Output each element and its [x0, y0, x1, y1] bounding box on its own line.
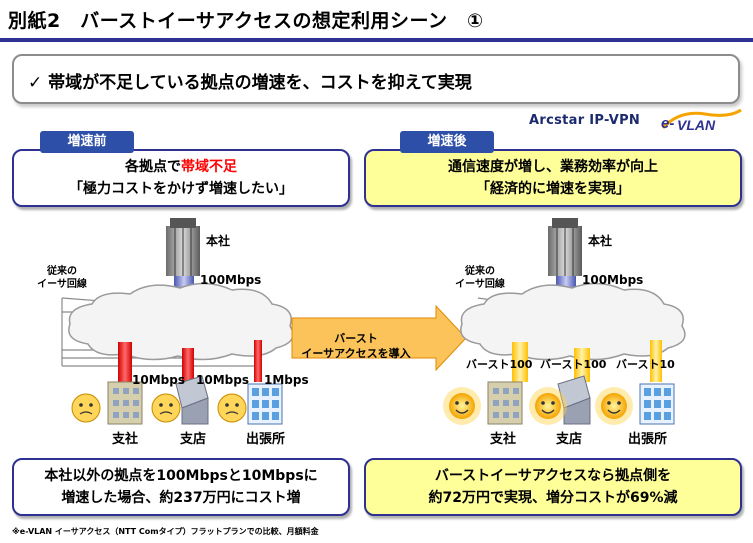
- happy-sun-icon: [529, 387, 567, 425]
- after-burst-link-3: [650, 340, 662, 382]
- before-hq-label: 本社: [206, 234, 231, 248]
- happy-sun-icon: [595, 387, 633, 425]
- transition-arrow-line1: バースト: [334, 332, 378, 345]
- after-site-label-1: 支社: [490, 432, 517, 447]
- before-branch-link-2: [182, 348, 194, 382]
- before-branch-speed-3: 1Mbps: [264, 373, 309, 387]
- worried-face-icon: [151, 393, 181, 423]
- after-summary-box: バーストイーサアクセスなら拠点側を 約72万円で実現、増分コストが69%減: [364, 458, 742, 516]
- e-vlan-logo: e- VLAN: [661, 108, 742, 133]
- before-caption-prefix: 各拠点で: [125, 159, 181, 175]
- after-burst-label-3: バースト10: [616, 358, 675, 371]
- before-legacy-label-line1: 従来の: [47, 266, 77, 277]
- before-site-building-1-icon: [107, 381, 143, 425]
- before-summary-box: 本社以外の拠点を100Mbpsと10Mbpsに 増速した場合、約237万円にコス…: [12, 458, 350, 516]
- before-site-building-3-icon: [247, 383, 283, 425]
- transition-arrow: [291, 304, 467, 372]
- transition-arrow-line2: イーサアクセスを導入: [301, 347, 411, 360]
- after-burst-link-2: [574, 348, 590, 382]
- after-hq-label: 本社: [588, 234, 613, 248]
- before-site-label-2: 支店: [180, 432, 207, 447]
- logo-e: e-: [661, 115, 674, 132]
- after-hq-building-icon: [548, 218, 582, 276]
- after-site-building-3-icon: [639, 383, 675, 425]
- after-site-label-2: 支店: [556, 432, 583, 447]
- after-site-label-3: 出張所: [628, 432, 668, 447]
- before-hq-building-icon: [166, 218, 200, 276]
- after-legacy-label: 従来の イーサ回線: [440, 265, 520, 291]
- after-site-building-1-icon: [487, 381, 523, 425]
- logo-vlan: VLAN: [677, 117, 716, 133]
- after-caption-line2: 「経済的に増速を実現」: [476, 181, 630, 197]
- after-summary-line2: 約72万円で実現、増分コストが69%減: [428, 490, 678, 506]
- footnote: ※e-VLAN イーサアクセス（NTT Comタイプ）フラットプランでの比較、月…: [12, 527, 319, 536]
- before-network: [61, 218, 294, 425]
- after-tag: 増速後: [400, 131, 494, 153]
- after-network: [443, 218, 686, 425]
- before-branch-link-1: [118, 342, 132, 382]
- service-name: Arcstar IP-VPN: [529, 113, 641, 128]
- before-hq-speed: 100Mbps: [200, 273, 262, 287]
- after-burst-link-1: [512, 342, 528, 382]
- before-legacy-label: 従来の イーサ回線: [22, 265, 102, 291]
- before-caption-highlight: 帯域不足: [181, 159, 237, 175]
- after-legacy-label-line2: イーサ回線: [455, 279, 505, 290]
- before-site-label-3: 出張所: [246, 432, 286, 447]
- before-legacy-label-line2: イーサ回線: [37, 279, 87, 290]
- after-site-building-2-icon: [557, 375, 591, 425]
- worried-face-icon: [217, 393, 247, 423]
- headline-box: ✓ 帯域が不足している拠点の増速を、コストを抑えて実現: [12, 54, 740, 104]
- after-legacy-label-line1: 従来の: [465, 266, 495, 277]
- before-caption-box: 各拠点で帯域不足 「極力コストをかけず増速したい」: [12, 149, 350, 207]
- before-tag: 増速前: [40, 131, 134, 153]
- before-caption-line2: 「極力コストをかけず増速したい」: [69, 181, 293, 197]
- before-branch-link-3: [254, 340, 262, 382]
- before-branch-speed-1: 10Mbps: [132, 373, 185, 387]
- before-summary-line1: 本社以外の拠点を100Mbpsと10Mbpsに: [44, 468, 318, 484]
- before-site-building-2-icon: [175, 375, 209, 425]
- after-caption-box: 通信速度が増し、業務効率が向上 「経済的に増速を実現」: [364, 149, 742, 207]
- transition-arrow-label: バースト イーサアクセスを導入: [296, 331, 416, 361]
- headline-text: ✓ 帯域が不足している拠点の増速を、コストを抑えて実現: [28, 73, 472, 93]
- before-site-label-1: 支社: [112, 432, 139, 447]
- worried-face-icon: [71, 393, 101, 423]
- network-diagram: [61, 218, 686, 425]
- page-title: 別紙2 バーストイーサアクセスの想定利用シーン ①: [8, 10, 484, 32]
- after-summary-line1: バーストイーサアクセスなら拠点側を: [434, 468, 672, 484]
- after-hq-speed: 100Mbps: [582, 273, 644, 287]
- before-summary-line2: 増速した場合、約237万円にコスト増: [61, 490, 301, 506]
- happy-sun-icon: [443, 387, 481, 425]
- title-underline: [0, 38, 753, 42]
- before-caption-line1: 各拠点で帯域不足: [14, 156, 348, 178]
- before-branch-speed-2: 10Mbps: [196, 373, 249, 387]
- after-burst-label-2: バースト100: [540, 358, 607, 371]
- after-caption-line1: 通信速度が増し、業務効率が向上: [448, 159, 658, 175]
- after-burst-label-1: バースト100: [466, 358, 533, 371]
